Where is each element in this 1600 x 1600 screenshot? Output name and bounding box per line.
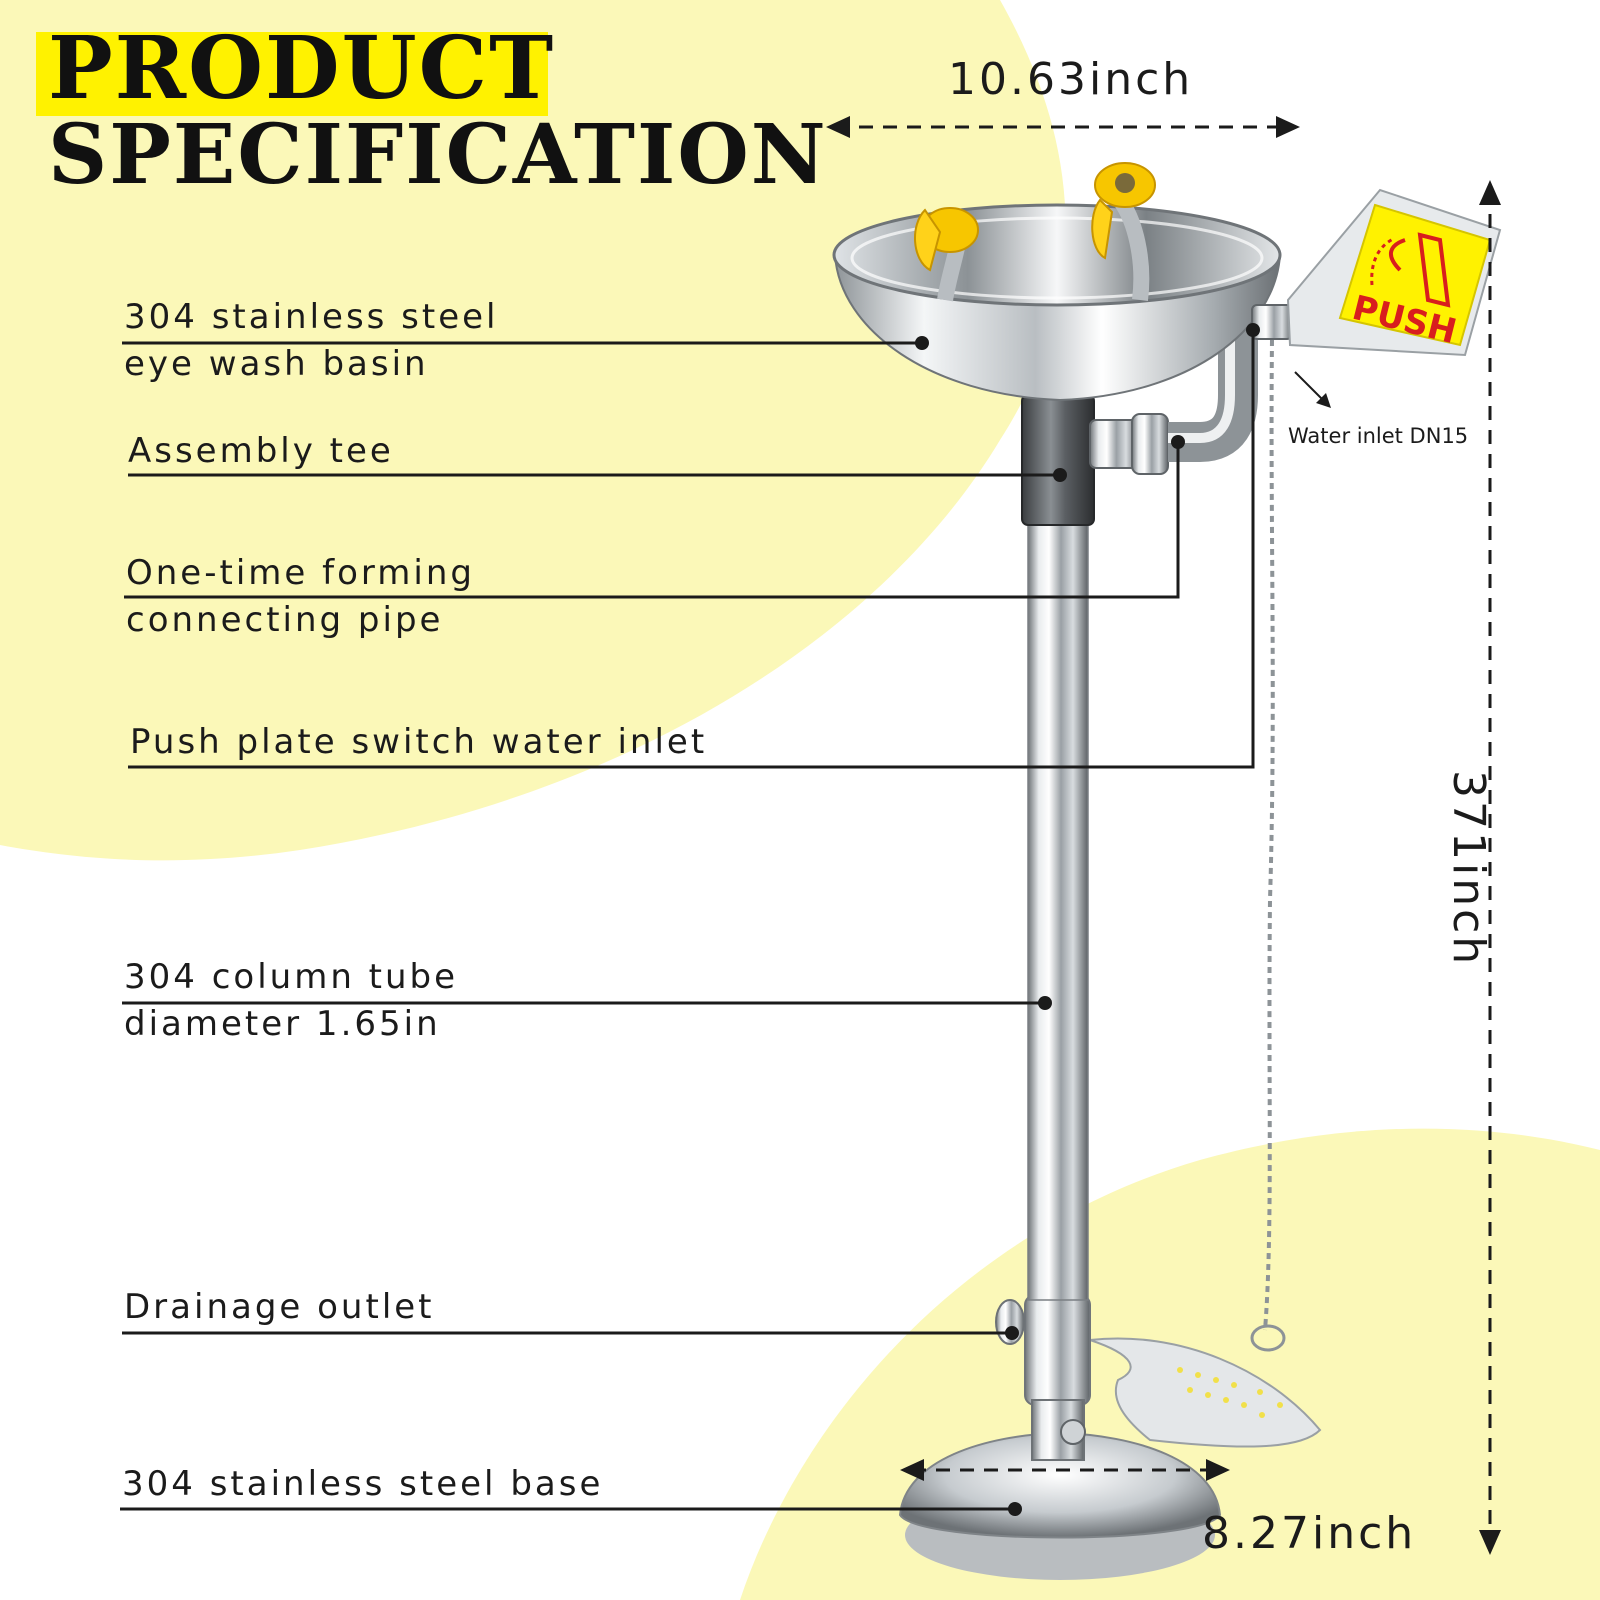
callout-inlet: Push plate switch water inlet (130, 719, 707, 766)
callout-inlet-line1: Push plate switch water inlet (130, 722, 708, 762)
callout-tee-line1: Assembly tee (128, 431, 394, 471)
push-hand-icon (1370, 232, 1451, 308)
callout-pipe-line2: connecting pipe (126, 599, 444, 640)
callout-pipe-line1: One-time forming (126, 553, 475, 593)
drainage-fitting (1024, 1294, 1091, 1406)
dimension-width-arrow (826, 116, 1300, 138)
callout-base-line1: 304 stainless steel base (122, 1464, 604, 1504)
callout-column: 304 column tube diameter 1.65in (124, 954, 458, 1048)
background-blob-top (0, 0, 1066, 861)
spray-nozzle-right (1115, 173, 1135, 193)
callout-basin-line1: 304 stainless steel (124, 297, 499, 337)
dimension-height-arrow (1479, 180, 1501, 1555)
total-height-label: 371inch (1443, 770, 1494, 968)
callout-drain-line1: Drainage outlet (124, 1287, 435, 1327)
tee-side-nut (1089, 419, 1139, 469)
foot-pedal (1089, 1337, 1322, 1448)
page-title-line1: PRODUCT (48, 18, 556, 119)
dimension-base-arrow (900, 1459, 1230, 1481)
callout-column-line2: diameter 1.65in (124, 1003, 441, 1044)
basin-width-label: 10.63inch (948, 54, 1194, 105)
base-bolt (1060, 1419, 1086, 1445)
column-tube (1027, 519, 1089, 1301)
push-plate-sign (1338, 203, 1492, 347)
callout-base: 304 stainless steel base (122, 1461, 603, 1508)
inlet-pointer-arrow (1294, 371, 1331, 408)
callout-basin-line2: eye wash basin (124, 343, 429, 384)
callout-column-line1: 304 column tube (124, 957, 459, 997)
basin-rim-inner (850, 216, 1264, 300)
callout-dots (915, 323, 1260, 1516)
callout-pipe: One-time forming connecting pipe (126, 550, 475, 644)
chain-ring (1250, 1324, 1286, 1352)
tee-side-nut-2 (1131, 413, 1169, 475)
pull-chain (1263, 339, 1275, 1331)
foot-pedal-holes (1177, 1367, 1283, 1418)
callout-leaders (120, 330, 1255, 1511)
base-dome (898, 1431, 1222, 1539)
dust-cap-left (913, 208, 942, 272)
callout-basin: 304 stainless steel eye wash basin (124, 294, 499, 388)
callout-drain: Drainage outlet (124, 1284, 435, 1331)
callout-tee: Assembly tee (128, 428, 394, 475)
connecting-pipe-highlight (1168, 330, 1235, 443)
page-title-line2: SPECIFICATION (48, 107, 828, 203)
base-width-label: 8.27inch (1202, 1508, 1417, 1559)
assembly-tee (1021, 394, 1095, 526)
water-inlet-label: Water inlet DN15 (1288, 424, 1469, 448)
basin-rim (832, 203, 1282, 307)
title-highlight (36, 32, 548, 116)
dust-cap-right (1091, 198, 1114, 260)
